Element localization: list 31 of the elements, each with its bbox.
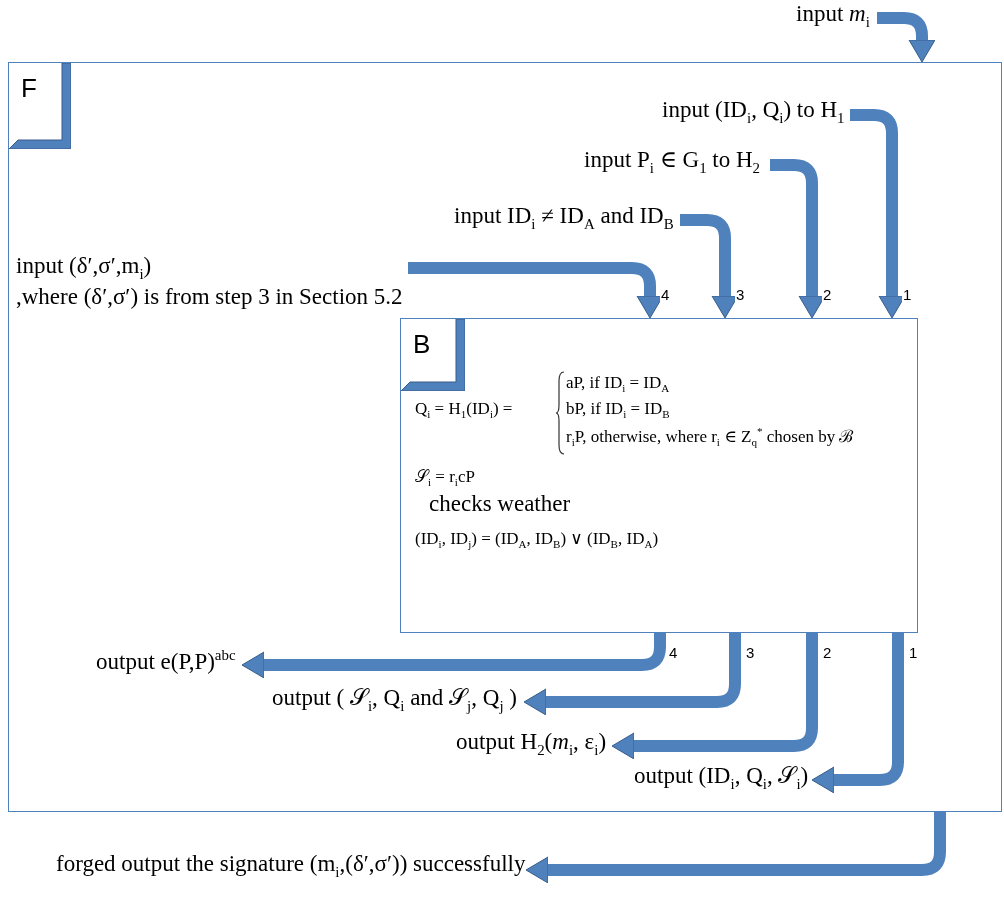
process-box [400, 318, 918, 633]
node-text: F [21, 73, 37, 104]
node-text: input (δ′,σ′,m$_{i}$) [16, 252, 153, 284]
node-text: r$_{i}$P, otherwise, where r$_{i}$ ∈ Z$_{q}$$^{*}$ chosen by ℬ [566, 425, 854, 450]
bent-arrow [523, 633, 741, 716]
bent-arrow [241, 633, 666, 679]
node-text: B [413, 329, 431, 360]
edge-label: 2 [822, 287, 833, 304]
node-text: output H$_{2}$(m$_{i}$, ε$_{i}$) [456, 728, 608, 760]
bent-arrow [611, 633, 818, 760]
node-text: input P$_{i}$ ∈ G$_{1}$ to H$_{2}$ [584, 146, 762, 178]
edge-label: 1 [902, 287, 913, 304]
node-text: output (ID$_{i}$, Q$_{i}$, 𝒮$_{i}$) [634, 762, 810, 794]
node-text: 𝒮$_{i}$ = r$_{i}$cP [415, 467, 475, 490]
edge-label: 4 [660, 287, 671, 304]
node-text: (ID$_{i}$, ID$_{j}$) = (ID$_{A}$, ID$_{B}$) ∨ (ID$_{B}$, ID$_{A}$) [415, 529, 659, 552]
node-text: input (ID$_{i}$, Q$_{i}$) to H$_{1}$ [662, 96, 846, 128]
node-text: output e(P,P)$^{abc}$ [96, 646, 237, 676]
bent-arrow [811, 633, 904, 794]
process-box [8, 62, 1002, 812]
node-text: input ID$_{i}$ ≠ ID$_{A}$ and ID$_{B}$ [454, 202, 675, 234]
node-text: ,where (δ′,σ′) is from step 3 in Section 5.2 [16, 283, 404, 312]
node-text: checks weather [429, 491, 571, 517]
node-text: aP, if ID$_{i}$ = ID$_{A}$ [566, 373, 670, 396]
node-text: forged output the signature (m$_{i}$,(δ′,σ′)) successfully [56, 850, 526, 882]
node-text: Q$_{i}$ = H$_{1}$(ID$_{i}$) = [415, 399, 513, 422]
node-text: bP, if ID$_{i}$ = ID$_{B}$ [566, 399, 670, 422]
node-text: output ( 𝒮$_{i}$, Q$_{i}$ and 𝒮$_{j}$, Q$_{j}$ ) [272, 684, 518, 716]
node-text: input m$_{i}$ [796, 0, 871, 32]
edge-label: 3 [735, 287, 746, 304]
bent-arrow [525, 812, 946, 884]
